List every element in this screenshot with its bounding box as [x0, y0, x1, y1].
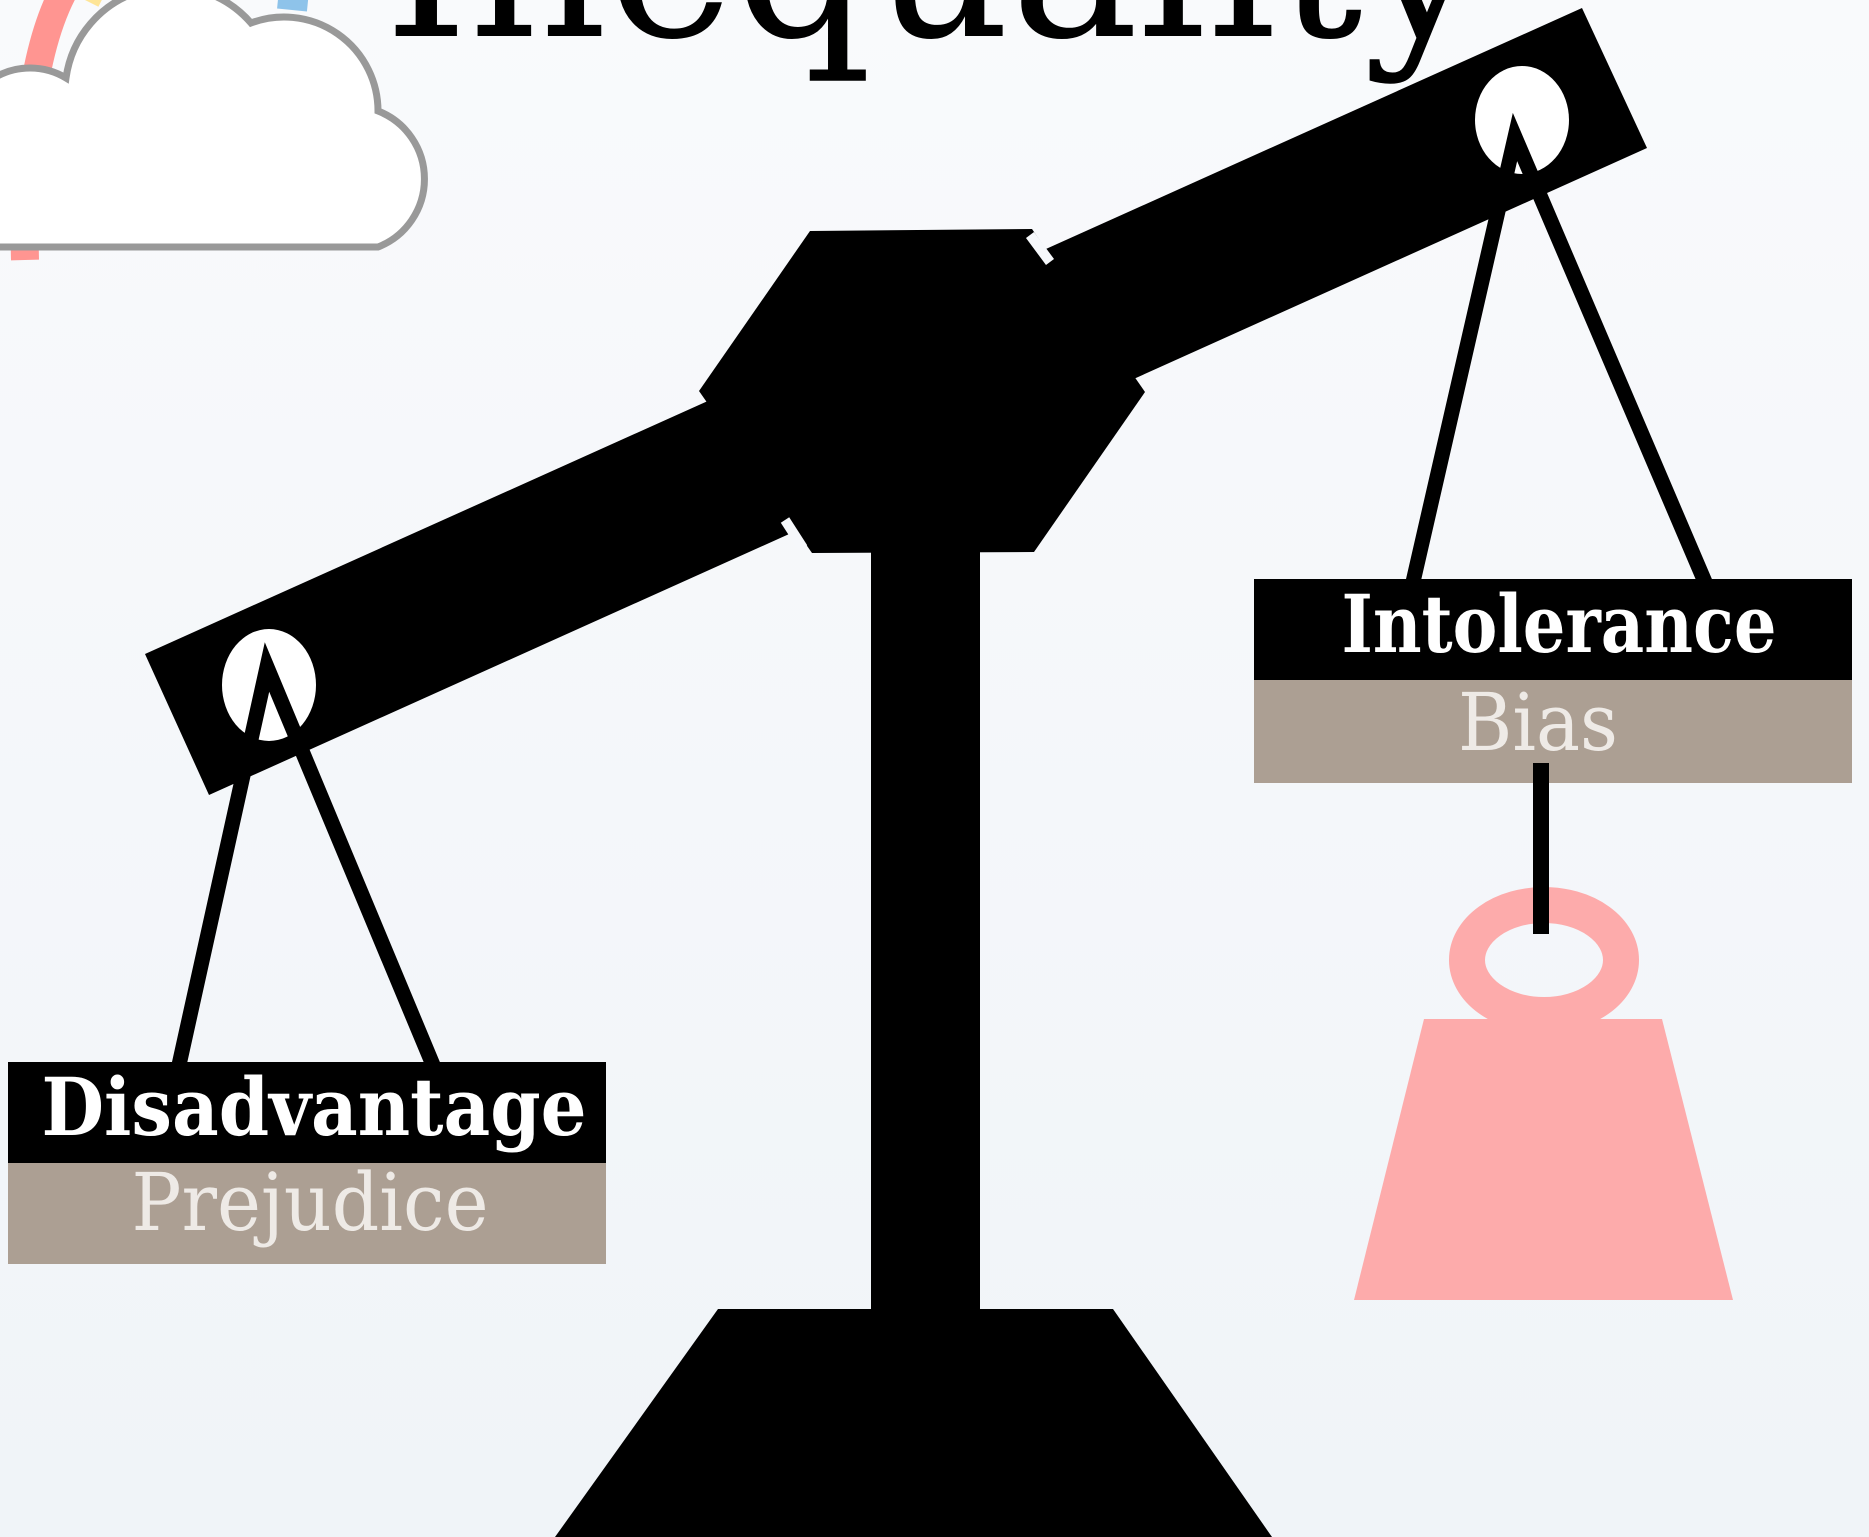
right-pan-bottom-label: Bias [1458, 676, 1618, 769]
scale-stand [555, 520, 1272, 1537]
rainbow-blue-arc [277, 0, 309, 12]
pivot-hexagon [699, 229, 1145, 553]
right-pan-black-band [1254, 579, 1852, 681]
scale-strings [171, 112, 1712, 1068]
rainbow-cloud-icon [0, 0, 428, 261]
left-pan-bottom-label: Prejudice [132, 1156, 489, 1249]
left-pan-top-label: Disadvantage [42, 1060, 587, 1154]
weight-body [1354, 1019, 1733, 1300]
right-hook-hole [1475, 66, 1569, 174]
page-title: Inequality [384, 0, 1484, 87]
left-pan-strings [171, 642, 440, 1068]
left-pan: Disadvantage Prejudice [8, 1060, 606, 1264]
weight-icon [1354, 763, 1733, 1300]
scale-post [871, 520, 980, 1320]
right-pan-top-label: Intolerance [1342, 577, 1777, 671]
left-pan-tan-band [8, 1163, 606, 1264]
pivot-notch-upper [1025, 232, 1055, 265]
scale-base [555, 1309, 1272, 1537]
right-pan-tan-band [1254, 680, 1852, 783]
left-pan-black-band [8, 1062, 606, 1164]
right-pan: Intolerance Bias [1254, 577, 1852, 783]
scale-beam [145, 8, 1647, 795]
pivot-notch-lower [780, 517, 808, 551]
cloud-shape [0, 0, 428, 251]
right-pan-strings [1405, 112, 1712, 585]
